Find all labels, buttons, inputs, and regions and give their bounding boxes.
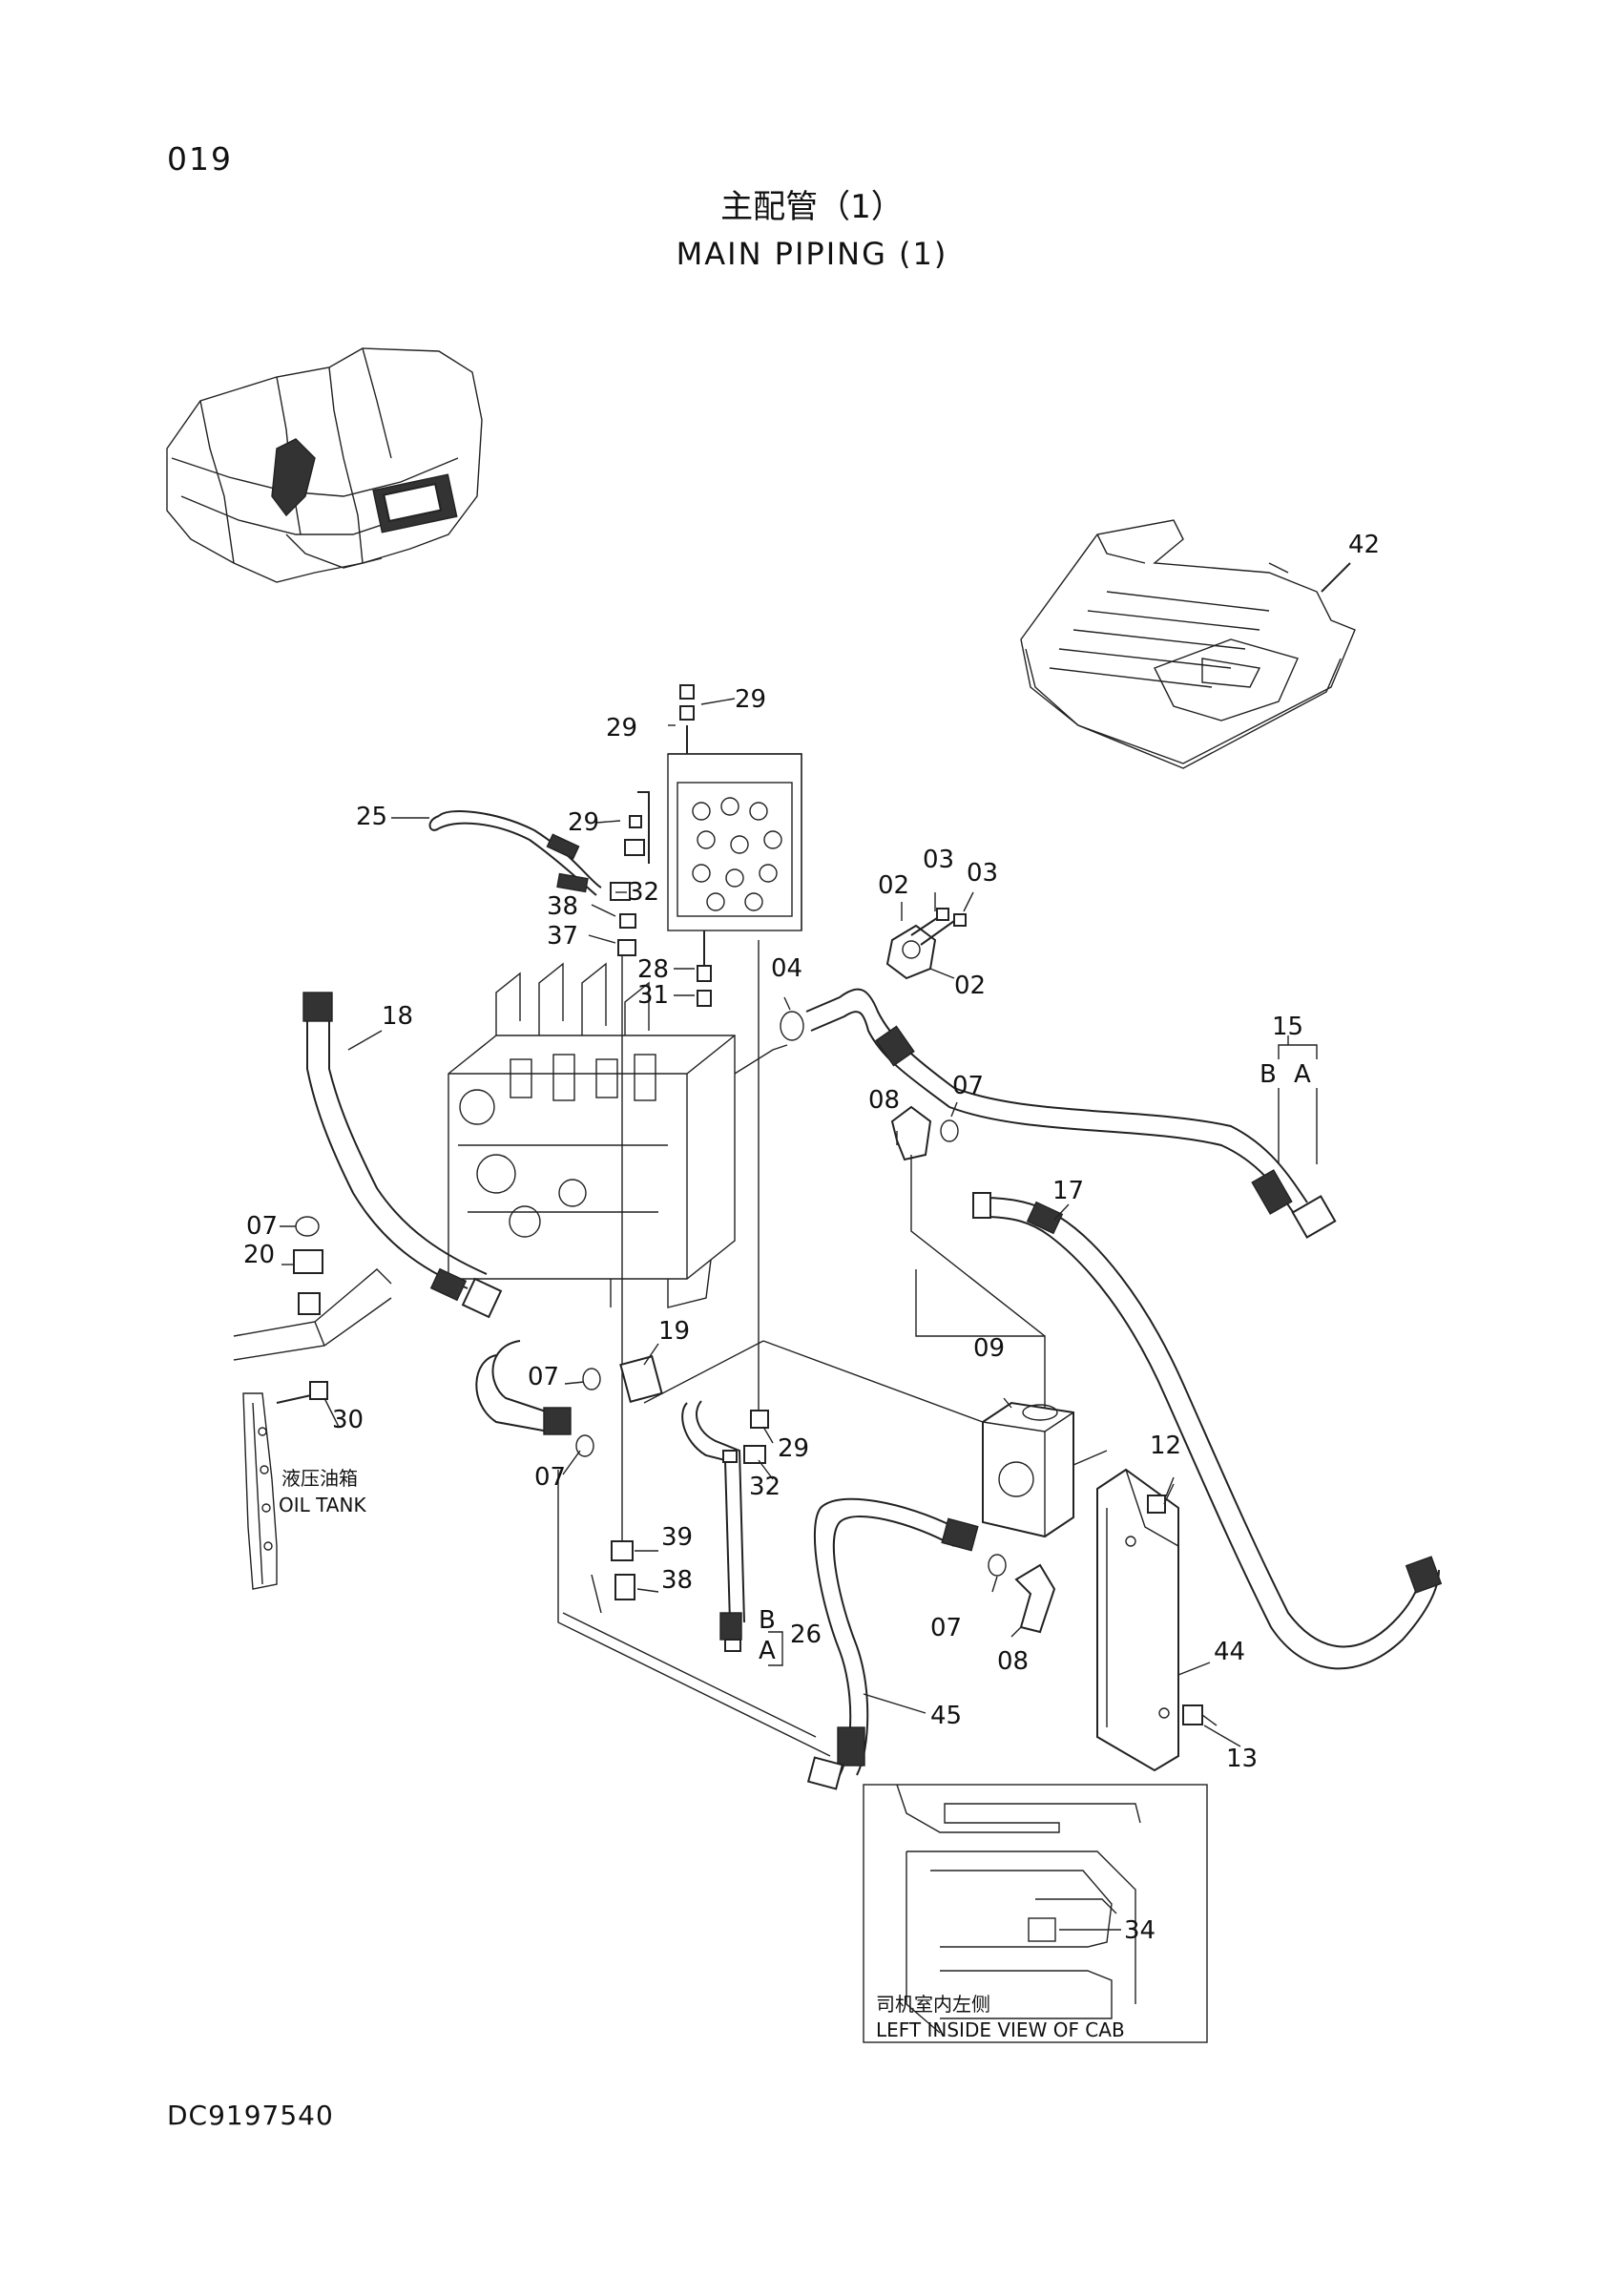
callout-09: 09 <box>973 1334 1006 1363</box>
callout-03: 03 <box>967 859 999 888</box>
callout-39: 39 <box>661 1523 694 1552</box>
callout-07: 07 <box>952 1072 985 1100</box>
callout-31: 31 <box>637 981 670 1010</box>
split-flange-02 <box>885 908 967 980</box>
callout-15-port-b: B <box>1260 1060 1277 1089</box>
hose-18 <box>302 992 503 1319</box>
callout-04: 04 <box>771 954 803 983</box>
callout-38: 38 <box>547 892 579 921</box>
callout-29: 29 <box>568 808 600 837</box>
callout-45: 45 <box>930 1702 963 1730</box>
block-09 <box>982 1401 1074 1538</box>
callout-37: 37 <box>547 922 579 951</box>
callout-07: 07 <box>246 1212 279 1241</box>
callout-29: 29 <box>606 714 638 742</box>
callout-26: 26 <box>790 1620 822 1649</box>
callout-18: 18 <box>382 1002 414 1031</box>
callout-17: 17 <box>1052 1177 1085 1205</box>
callout-28: 28 <box>637 955 670 984</box>
page-title-cn: 主配管（1） <box>720 188 904 226</box>
callout-32: 32 <box>749 1473 781 1501</box>
callout-08: 08 <box>868 1086 901 1115</box>
cab-inset <box>863 1784 1208 2043</box>
machine-overview-sketch <box>166 347 483 583</box>
callout-29: 29 <box>778 1434 810 1463</box>
callout-20: 20 <box>243 1241 276 1269</box>
hose-45 <box>806 1497 979 1790</box>
callout-26-port-b: B <box>759 1606 776 1635</box>
callout-15: 15 <box>1272 1013 1304 1041</box>
hose-15 <box>780 988 1337 1239</box>
oil-tank-label-en: OIL TANK <box>279 1494 366 1516</box>
hose-26 <box>681 1400 745 1652</box>
callout-38: 38 <box>661 1566 694 1595</box>
callout-29: 29 <box>735 685 767 714</box>
callout-25: 25 <box>356 803 388 831</box>
callout-03: 03 <box>923 846 955 874</box>
callout-07: 07 <box>930 1614 963 1642</box>
callout-08: 08 <box>997 1647 1030 1676</box>
callout-44: 44 <box>1214 1638 1246 1666</box>
callout-26-port-a: A <box>759 1637 776 1665</box>
callout-02: 02 <box>878 871 910 900</box>
callout-02: 02 <box>954 972 987 1000</box>
callout-42: 42 <box>1348 531 1381 559</box>
cab-view-label-cn: 司机室内左侧 <box>876 1993 990 2016</box>
pilot-valve-block <box>637 684 802 1007</box>
callout-07: 07 <box>534 1463 567 1492</box>
page-number: 019 <box>167 140 233 178</box>
callout-13: 13 <box>1226 1745 1259 1773</box>
floor-plate-42 <box>1020 519 1356 769</box>
callout-15-port-a: A <box>1294 1060 1311 1089</box>
callout-12: 12 <box>1150 1432 1182 1460</box>
document-number: DC9197540 <box>167 2100 334 2131</box>
page-title-en: MAIN PIPING (1) <box>676 236 948 272</box>
hose-17 <box>972 1192 1443 1670</box>
callout-34: 34 <box>1124 1916 1156 1945</box>
oil-tank-label-cn: 液压油箱 <box>281 1467 358 1490</box>
suction-pipe <box>475 1340 663 1457</box>
bracket-44 <box>1096 1468 1179 1772</box>
callout-32: 32 <box>628 878 660 907</box>
callout-30: 30 <box>332 1406 364 1434</box>
hose-25 <box>428 810 645 901</box>
main-control-valve <box>448 962 736 1308</box>
callout-19: 19 <box>658 1317 691 1346</box>
callout-07: 07 <box>528 1363 560 1391</box>
cab-view-label-en: LEFT INSIDE VIEW OF CAB <box>876 2018 1125 2041</box>
